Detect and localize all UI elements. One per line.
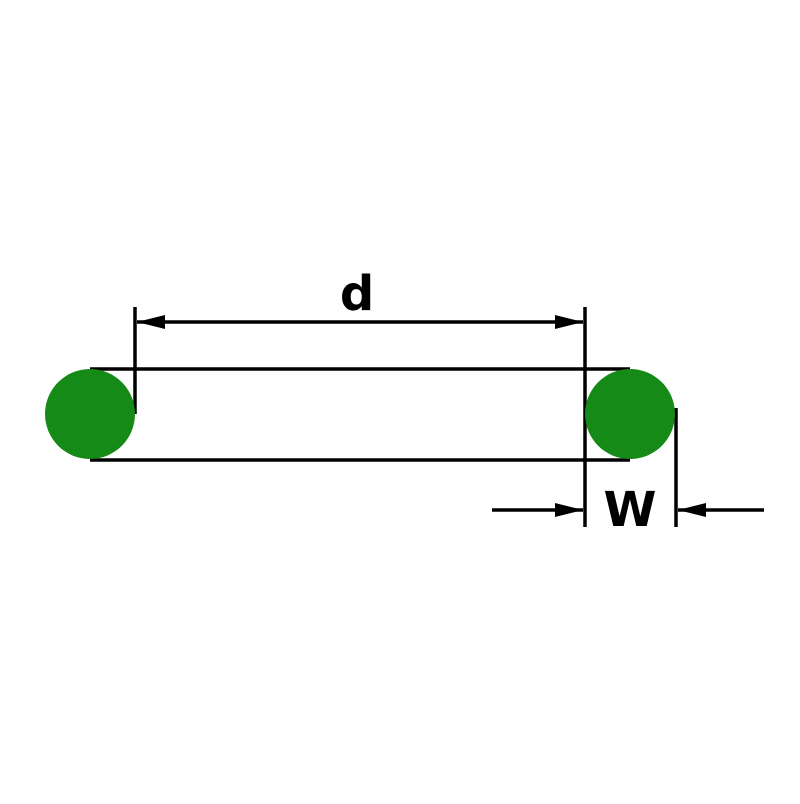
dimension-w-label: W xyxy=(604,482,657,538)
oring-cross-section-right xyxy=(585,369,675,459)
dimension-d-label: d xyxy=(340,266,374,322)
diagram-linework xyxy=(90,307,764,527)
oring-cross-section-left xyxy=(45,369,135,459)
